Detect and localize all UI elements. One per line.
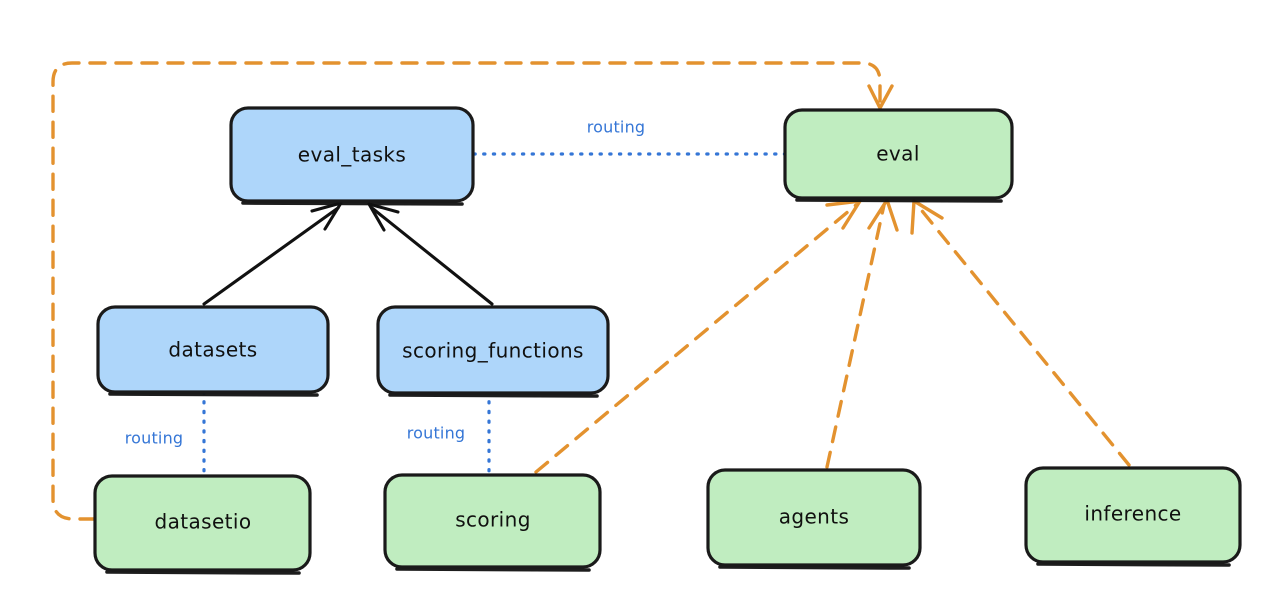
edge-path-datasets-eval_tasks [202,206,340,306]
node-scoring_functions-label: scoring_functions [402,339,584,363]
edge-path-datasetio-eval [51,61,882,521]
node-scoring-box [383,473,602,569]
node-agents-label: agents [779,505,850,529]
node-datasets-label: datasets [168,338,257,362]
arrowhead-datasetio-eval [867,84,894,110]
node-agents-box [706,468,922,567]
edge-path-scoring-eval [534,203,858,474]
nodes-layer: eval_tasks eval datasets scoring_functio… [93,106,1242,575]
node-inference-shadow [1036,562,1231,567]
edge-path-agents-eval [825,203,886,469]
edge-scoring_functions-to-eval_tasks [367,202,494,306]
node-eval_tasks-box [229,106,475,203]
node-eval_tasks[interactable]: eval_tasks [229,106,475,206]
arrowhead-agents-eval [867,198,899,232]
edge-inference-to-eval [910,199,1131,467]
edge-label-routing-eval_tasks-eval: routing [587,118,646,137]
node-eval-label: eval [876,142,920,166]
edge-path-inference-eval [916,204,1131,467]
node-scoring-shadow [395,567,591,572]
node-eval-shadow [795,198,1003,203]
edge-label-routing-scoring_functions-scoring: routing [407,424,466,443]
node-inference-label: inference [1084,502,1181,526]
node-inference[interactable]: inference [1024,466,1242,567]
node-datasets-box [96,305,330,394]
edge-labels-layer: routing routing routing [125,118,646,448]
node-datasetio-box [93,474,312,572]
node-eval_tasks-label: eval_tasks [298,143,406,167]
edge-label-routing-datasets-datasetio: routing [125,429,184,448]
node-eval-box [783,108,1014,200]
node-datasets[interactable]: datasets [96,305,330,397]
node-inference-box [1024,466,1242,564]
node-scoring_functions[interactable]: scoring_functions [376,305,610,398]
node-agents-shadow [718,565,911,570]
edge-datasetio-to-eval [51,61,894,521]
node-scoring_functions-shadow [388,393,599,398]
node-scoring_functions-box [376,305,610,395]
node-scoring[interactable]: scoring [383,473,602,572]
edge-datasets-to-eval_tasks [202,201,343,306]
node-agents[interactable]: agents [706,468,922,570]
node-eval_tasks-shadow [241,201,464,206]
node-eval[interactable]: eval [783,108,1014,203]
node-datasetio[interactable]: datasetio [93,474,312,575]
node-datasetio-shadow [105,570,301,575]
node-datasets-shadow [108,392,319,397]
edge-agents-to-eval [825,198,899,469]
node-datasetio-label: datasetio [154,510,251,534]
node-scoring-label: scoring [455,508,531,532]
edge-path-scoring_functions-eval_tasks [370,206,494,306]
